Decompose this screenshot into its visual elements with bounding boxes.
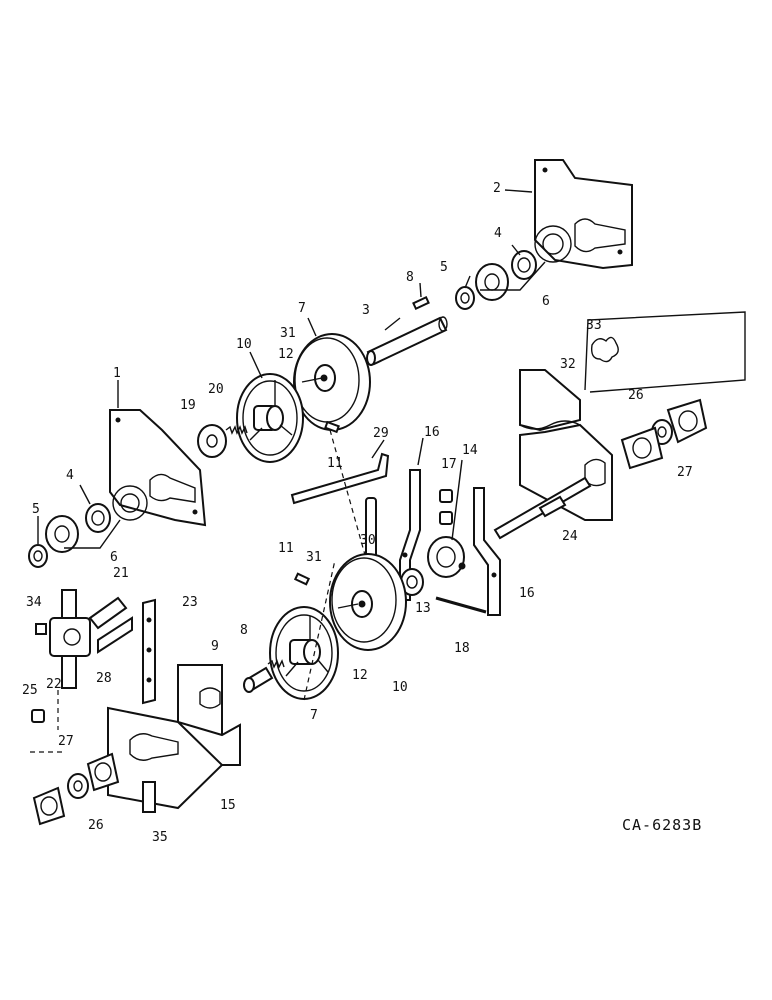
flange-bearing-left-a — [86, 752, 120, 792]
tab-plate — [142, 781, 156, 813]
label-17: 17 — [441, 457, 457, 472]
label-16-lower: 16 — [519, 586, 535, 601]
label-19: 19 — [180, 398, 196, 413]
bushing-pair — [439, 489, 453, 525]
retainer-flange-upper — [475, 263, 509, 301]
label-1: 1 — [113, 366, 121, 381]
label-20: 20 — [208, 382, 224, 397]
bearing-upper — [511, 250, 537, 280]
label-25: 25 — [22, 683, 38, 698]
sleeve — [243, 666, 274, 693]
drive-shaft — [493, 476, 592, 540]
label-5-left: 5 — [32, 502, 40, 517]
label-5-upper: 5 — [440, 260, 448, 275]
label-2: 2 — [493, 181, 501, 196]
support-arm-left — [399, 469, 421, 601]
label-26-lower: 26 — [88, 818, 104, 833]
label-28: 28 — [96, 671, 112, 686]
label-31-lower: 31 — [306, 550, 322, 565]
label-10-lower: 10 — [392, 680, 408, 695]
label-27-upper: 27 — [677, 465, 693, 480]
shaft-upper — [366, 316, 448, 366]
spring-lower — [267, 659, 285, 669]
collar-upper — [455, 286, 475, 310]
pin-upper — [412, 295, 430, 311]
label-31-upper: 31 — [280, 326, 296, 341]
label-9: 9 — [211, 639, 219, 654]
mount-strip — [142, 598, 156, 705]
label-6-left: 6 — [110, 550, 118, 565]
bolt-upper — [324, 420, 340, 434]
label-4-upper: 4 — [494, 226, 502, 241]
label-3: 3 — [362, 303, 370, 318]
spring-upper — [225, 425, 248, 435]
idler-pulley — [427, 536, 466, 578]
collar-left — [28, 544, 48, 568]
spoked-wheel-upper — [236, 373, 304, 463]
bushing-left — [31, 709, 45, 723]
label-21: 21 — [113, 566, 129, 581]
label-34: 34 — [26, 595, 42, 610]
label-32: 32 — [560, 357, 576, 372]
label-6-upper: 6 — [542, 294, 550, 309]
label-22: 22 — [46, 677, 62, 692]
disc-pulley-upper — [293, 333, 371, 431]
belt-path-lines — [303, 429, 366, 701]
label-8-lower: 8 — [240, 623, 248, 638]
label-13: 13 — [415, 601, 431, 616]
label-16-upper: 16 — [424, 425, 440, 440]
label-27-lower: 27 — [58, 734, 74, 749]
label-12-upper: 12 — [278, 347, 294, 362]
label-35: 35 — [152, 830, 168, 845]
label-33: 33 — [586, 318, 602, 333]
label-7-lower: 7 — [310, 708, 318, 723]
side-plate-left — [109, 409, 207, 527]
drawing-code: CA-6283B — [622, 816, 702, 834]
side-plate-right — [519, 369, 613, 521]
disc-pulley-lower — [329, 553, 407, 651]
retainer-flange-left — [45, 515, 79, 553]
bracket-bar — [290, 452, 390, 505]
bearing-left — [85, 503, 111, 533]
sprocket-chain — [590, 336, 619, 363]
label-11-upper: 11 — [327, 456, 343, 471]
label-8-upper: 8 — [406, 270, 414, 285]
label-23: 23 — [182, 595, 198, 610]
label-18: 18 — [454, 641, 470, 656]
support-arm-right — [473, 487, 501, 616]
label-24: 24 — [562, 529, 578, 544]
rod-diagonal — [435, 596, 487, 614]
label-10-upper: 10 — [236, 337, 252, 352]
label-26-upper: 26 — [628, 388, 644, 403]
side-plate-upper-right — [534, 159, 633, 270]
bottom-plate — [107, 664, 241, 810]
gearbox-assembly — [35, 589, 133, 689]
flange-bearing-right-b — [620, 426, 664, 470]
label-4-left: 4 — [66, 468, 74, 483]
label-15: 15 — [220, 798, 236, 813]
bearing-left-lower — [67, 773, 89, 799]
flange-bearing-left-b — [32, 786, 66, 826]
bolt-lower — [293, 572, 311, 586]
label-30: 30 — [360, 533, 376, 548]
washer — [197, 424, 227, 458]
spoked-wheel-lower — [269, 606, 339, 700]
rod-vertical — [365, 497, 377, 561]
label-11-lower: 11 — [278, 541, 294, 556]
label-7-upper: 7 — [298, 301, 306, 316]
label-12-lower: 12 — [352, 668, 368, 683]
flange-bearing-right-a — [666, 398, 708, 444]
label-29: 29 — [373, 426, 389, 441]
label-14: 14 — [462, 443, 478, 458]
